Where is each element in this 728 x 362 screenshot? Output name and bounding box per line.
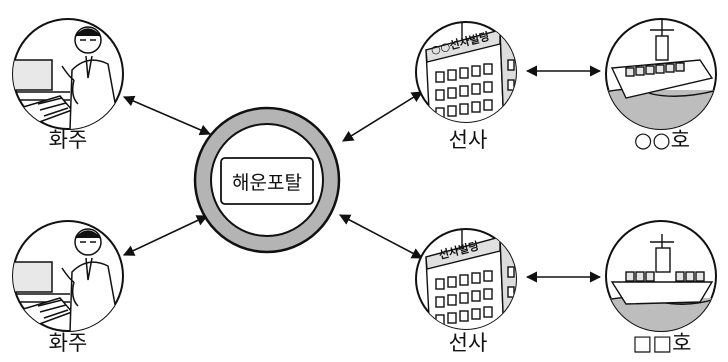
arrow-portal-carrier1 — [342, 91, 423, 142]
shipping-company-building-icon — [415, 21, 517, 123]
cargo-ship-icon — [605, 220, 717, 332]
shipping-company-building-icon — [415, 228, 517, 330]
cargo-ship-icon — [605, 18, 717, 130]
shipper-at-computer-icon — [12, 18, 124, 130]
portal-hub — [193, 106, 341, 254]
portal-label: 해운포탈 — [232, 171, 302, 194]
arrow-shipper2-portal — [122, 215, 209, 256]
vessel-label: □□호 — [632, 331, 692, 355]
vessel-label: ○○호 — [634, 128, 690, 152]
shipper-at-computer-icon — [12, 220, 124, 332]
arrow-portal-carrier2 — [339, 214, 423, 259]
carrier-label: 선사 — [448, 331, 488, 355]
carrier-label: 선사 — [448, 128, 488, 152]
arrow-shipper1-portal — [122, 95, 212, 136]
shipper-label: 화주 — [48, 331, 88, 355]
connector-arrows — [122, 65, 602, 283]
shipper-label: 화주 — [48, 128, 88, 152]
